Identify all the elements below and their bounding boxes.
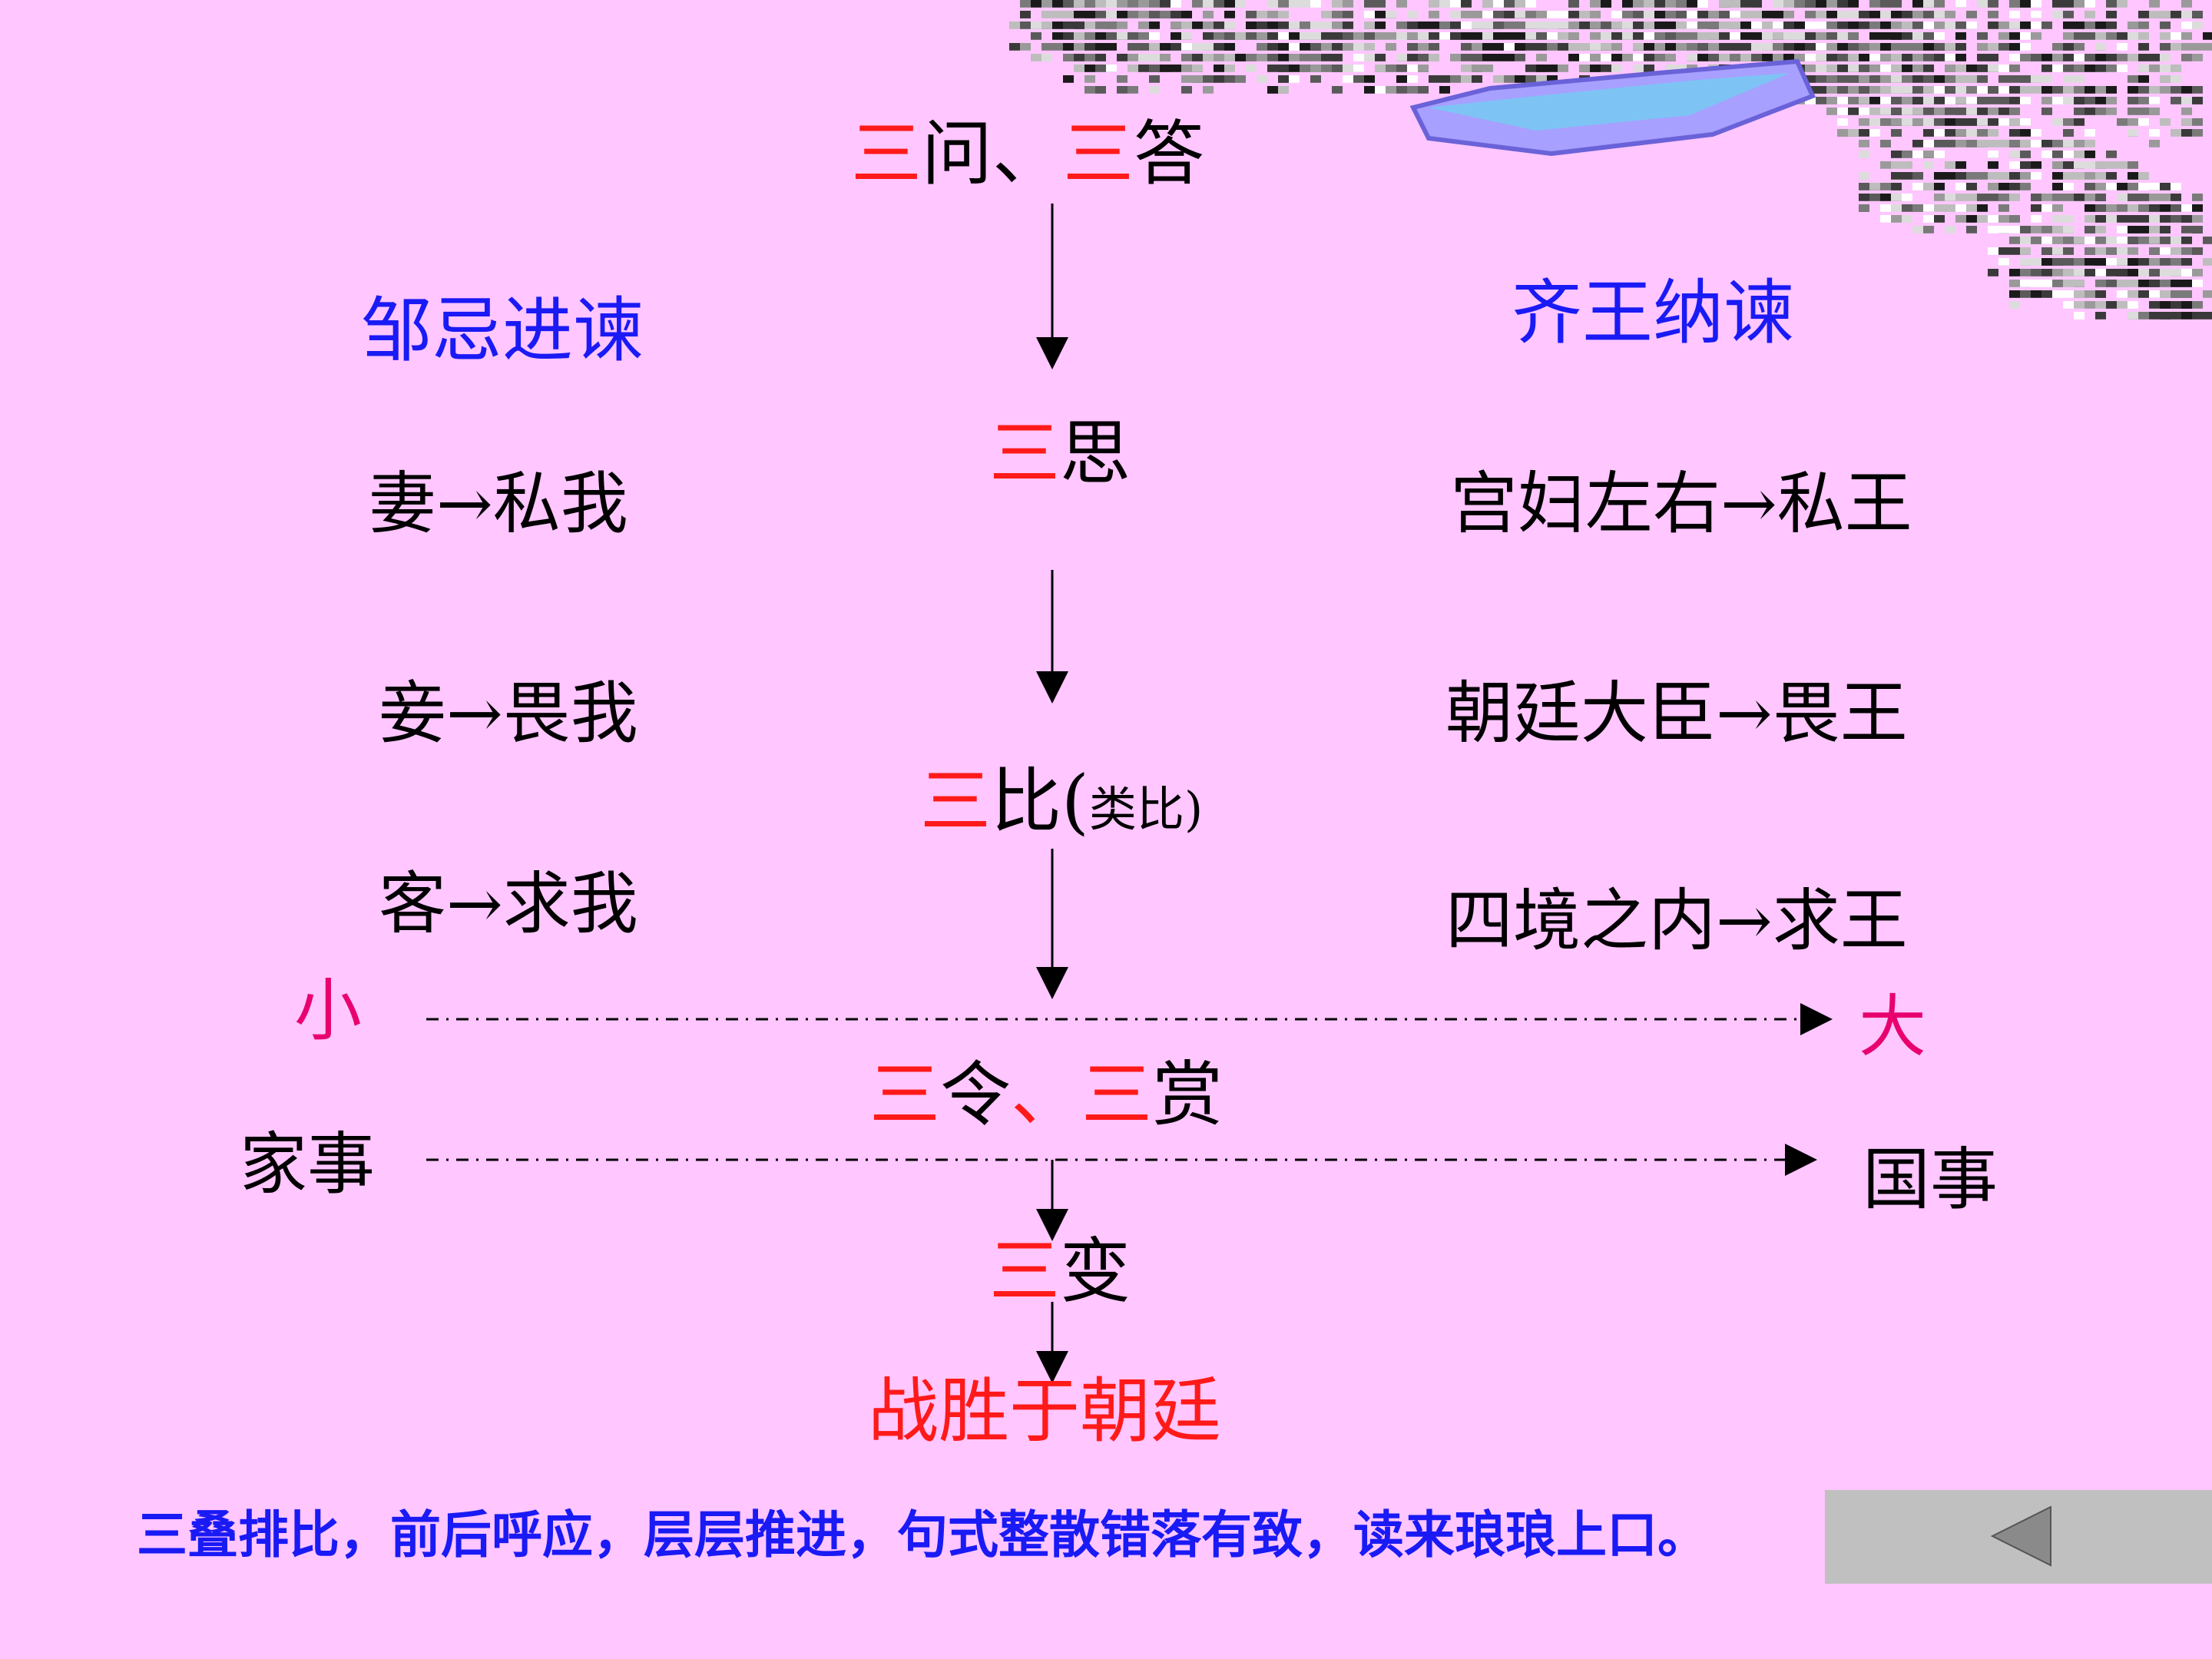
left-item: 客→求我 (379, 864, 638, 943)
left-item: 妾→畏我 (379, 674, 638, 753)
step-three-thoughts: 三思 (989, 412, 1131, 495)
right-item: 四境之内→求王 (1445, 881, 1908, 960)
step-three-questions: 三问、三答 (851, 113, 1205, 195)
scale-family-label: 家事 (240, 1124, 376, 1204)
scale-large-label: 大 (1859, 987, 1927, 1066)
left-item: 妻→私我 (369, 464, 628, 543)
right-item: 宫妇左右→私王 (1450, 464, 1912, 543)
left-title: 邹忌进谏 (361, 290, 644, 372)
summary-text: 三叠排比，前后呼应，层层推进，句式整散错落有致，读来琅琅上口。 (137, 1505, 1708, 1565)
scale-lines (426, 1003, 1833, 1176)
branch-decoration-icon (1009, 0, 2212, 320)
step-three-analogies: 三比(类比) (920, 760, 1204, 843)
scale-state-label: 国事 (1863, 1140, 1998, 1219)
back-triangle-icon[interactable] (1989, 1504, 2054, 1568)
result-text: 战胜于朝廷 (868, 1370, 1222, 1452)
scale-small-label: 小 (294, 971, 363, 1050)
right-title: 齐王纳谏 (1512, 272, 1795, 354)
right-item: 朝廷大臣→畏王 (1445, 674, 1908, 753)
step-three-changes: 三变 (989, 1230, 1131, 1313)
step-three-orders-rewards: 三令、三赏 (869, 1054, 1224, 1136)
